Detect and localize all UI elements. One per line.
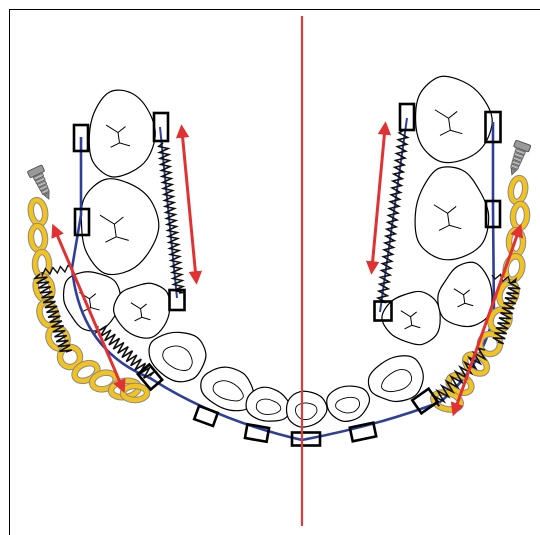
bracket-icon (400, 104, 414, 130)
tooth-icon (416, 76, 493, 162)
miniscrew-icon (504, 140, 531, 177)
teeth-group (64, 76, 493, 427)
force-arrow-icon (372, 128, 385, 268)
force-arrow-icon (182, 131, 196, 278)
bracket-icon (350, 423, 376, 442)
tooth-icon (64, 272, 121, 331)
tooth-icon (368, 356, 423, 402)
bracket-icon (245, 424, 269, 442)
tooth-icon (327, 386, 370, 421)
tooth-icon (81, 179, 159, 275)
tooth-icon (114, 283, 170, 338)
tooth-icon (246, 387, 291, 421)
miniscrew-tip (509, 168, 517, 176)
tooth-icon (287, 391, 328, 427)
tooth-icon (89, 90, 155, 177)
tooth-icon (438, 262, 492, 326)
miniscrew-icon (27, 165, 56, 203)
tooth-icon (415, 167, 489, 260)
coil-spring-icon (159, 143, 184, 293)
bracket-icon (194, 406, 218, 426)
